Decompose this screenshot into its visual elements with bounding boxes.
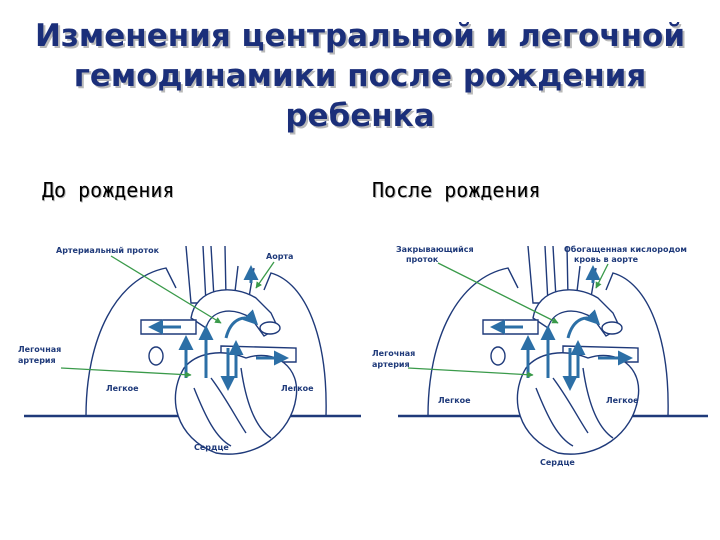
label-closing-ductus-1: Закрывающийся [396,245,474,254]
heading-after-birth: После рождения [372,178,541,202]
blood-flow-arrows [148,265,289,391]
title-line-1: Изменения центральной и легочной [34,18,686,54]
label-oxygenated-2: кровь в аорте [574,255,639,264]
page-title: Изменения центральной и легочной гемодин… [0,16,720,136]
title-line-3: ребенка [285,98,435,134]
blood-flow-arrows [490,265,633,391]
title-line-2: гемодинамики после рождения [73,58,647,94]
lungs-outline [85,267,327,417]
label-pulmonary-1: Легочная [372,349,415,358]
label-oxygenated-1: Обогащенная кислородом [564,244,687,254]
label-lung-right: Легкое [606,396,639,405]
label-aorta: Аорта [266,252,293,261]
label-ductus-arteriosus: Артериальный проток [56,246,160,255]
label-pointers [407,262,609,378]
heart-drawing [140,245,298,455]
label-pulmonary-1: Легочная [18,345,61,354]
heart-drawing [482,245,640,455]
heading-before-birth: До рождения [42,178,175,202]
label-closing-ductus-2: проток [406,255,439,264]
label-heart: Сердце [194,443,229,452]
label-lung-right: Легкое [281,384,314,393]
diagram-after-birth: Закрывающийся проток Обогащенная кислоро… [372,244,708,467]
diagram-before-birth: Артериальный проток Аорта Легочная артер… [18,245,361,455]
label-pointers [60,255,275,378]
lungs-outline [427,267,669,417]
label-pulmonary-2: артерия [372,360,410,369]
label-lung-left: Легкое [438,396,471,405]
label-heart: Сердце [540,458,575,467]
label-lung-left: Легкое [106,384,139,393]
label-pulmonary-2: артерия [18,356,56,365]
